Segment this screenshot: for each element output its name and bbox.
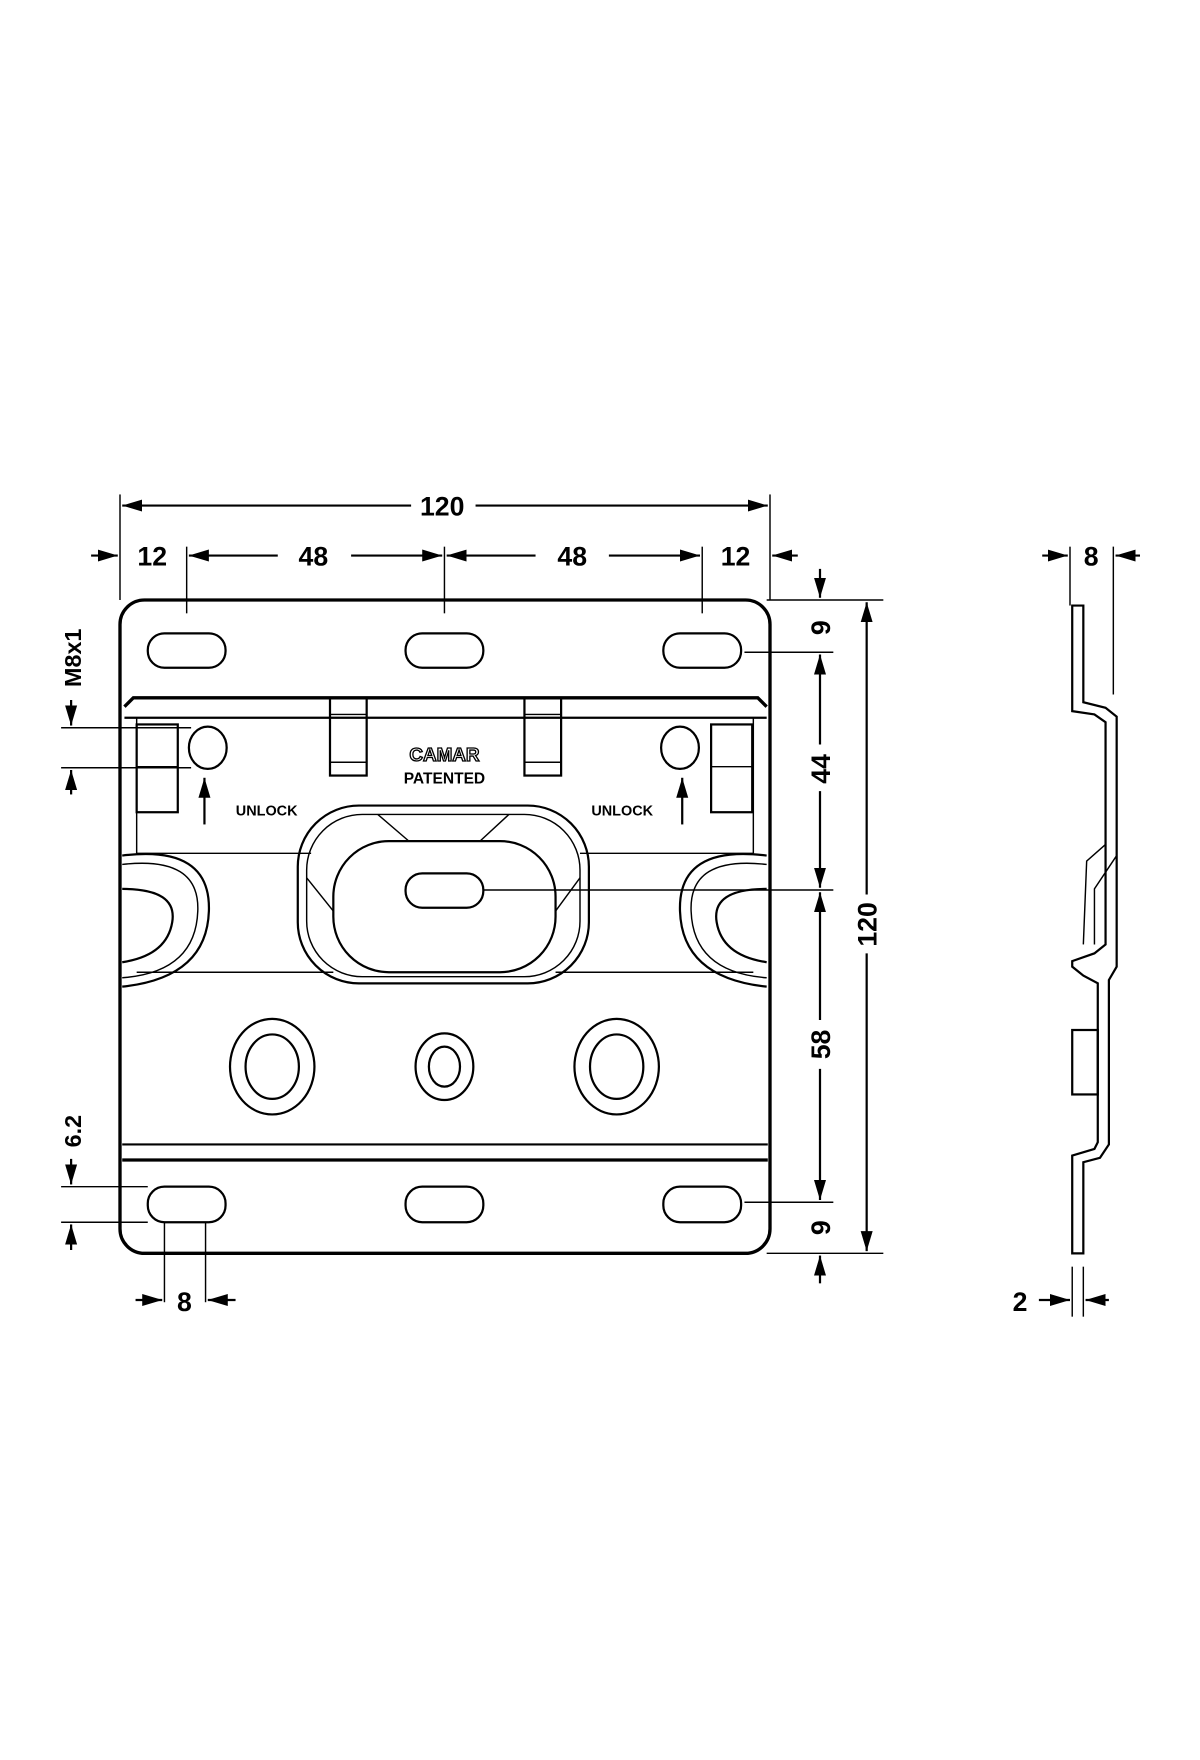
top-slot-center [404,632,485,669]
top-dimensions: 120 12 48 48 12 [91,492,798,614]
dim-right-margin: 12 [721,542,751,572]
dim-right-pitch: 48 [557,542,587,572]
front-view: CAMAR PATENTED UNLOCK UNLOCK [118,598,772,1255]
dim-slot-height: 6.2 [60,1115,86,1147]
mount-hole-center [414,1032,475,1102]
unlock-label-left: UNLOCK [236,804,298,820]
center-pocket [296,804,590,985]
bottom-slot-left [146,1185,227,1224]
dim-side-thickness: 2 [1013,1287,1028,1317]
center-slot [404,872,485,909]
dim-lower-span: 58 [806,1030,836,1060]
dim-side-depth: 8 [1084,542,1099,572]
mount-hole-right [573,1017,661,1116]
side-view: 8 2 [1013,542,1140,1317]
mount-hole-left [228,1017,316,1116]
left-dimensions: M8x1 6.2 8 [60,629,236,1317]
patented-label: PATENTED [404,770,485,787]
thread-hole-left [187,725,228,770]
bottom-slot-right [662,1185,743,1224]
side-profile [1071,604,1118,1255]
top-slot-left [146,632,227,669]
thread-hole-right [660,725,700,770]
bottom-slot-center [404,1185,485,1224]
dim-top-offset: 9 [806,620,836,635]
brand-logo: CAMAR [409,745,480,766]
dim-bottom-offset: 9 [806,1220,836,1235]
dim-upper-span: 44 [806,754,836,784]
top-slot-right [662,632,743,669]
unlock-label-right: UNLOCK [591,804,653,820]
dim-left-pitch: 48 [299,542,329,572]
dim-thread: M8x1 [60,629,86,687]
dim-overall-height: 120 [853,902,883,946]
right-dimensions: 9 44 58 9 120 [483,568,884,1284]
dim-overall-width: 120 [420,492,464,522]
dim-left-margin: 12 [137,542,167,572]
dim-slot-width: 8 [177,1287,192,1317]
